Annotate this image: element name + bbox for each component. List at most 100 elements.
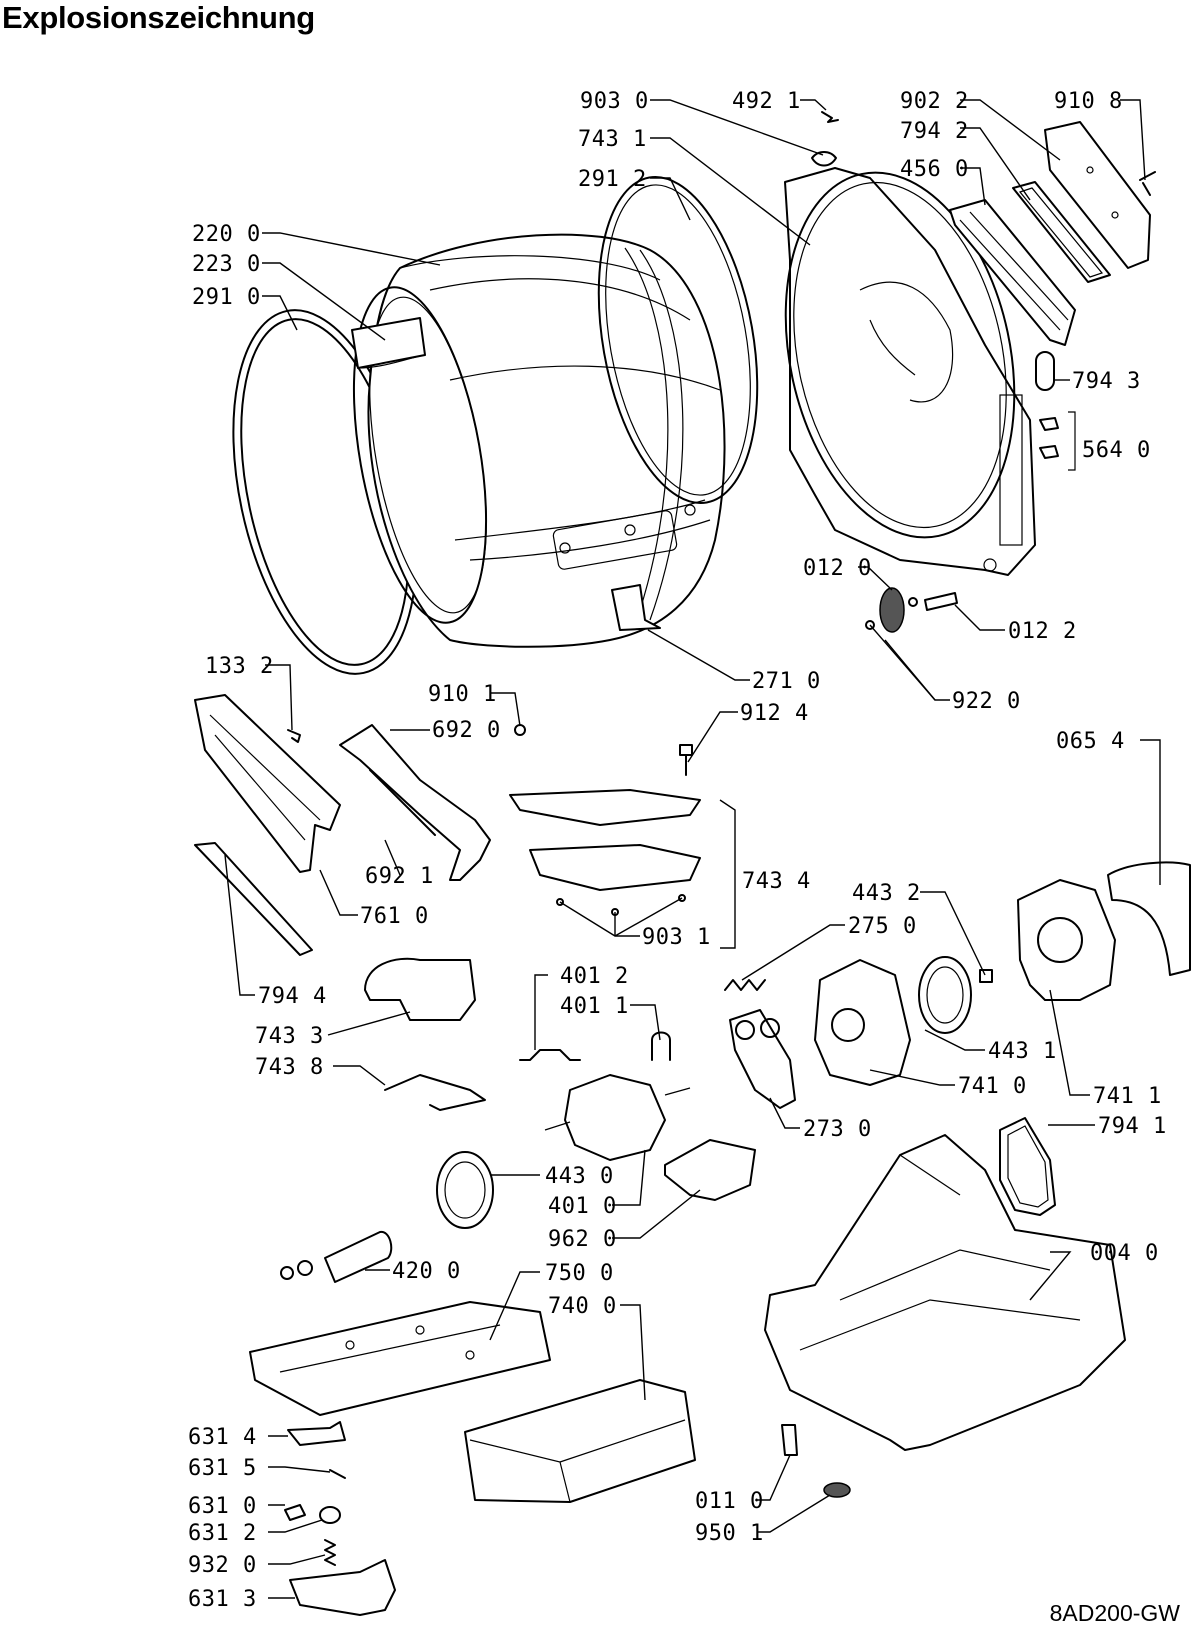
screw-910-8-part [1139,171,1156,196]
bearing-012-0-part [879,587,905,633]
label-902-2: 902 2 [900,89,969,114]
label-631-3: 631 3 [188,1587,257,1612]
label-750-0: 750 0 [545,1261,614,1286]
label-564-0: 564 0 [1082,438,1151,463]
tensioner-273-0-part [729,1009,796,1109]
label-761-0: 761 0 [360,904,429,929]
latch-631-3-part [289,1559,396,1616]
label-922-0: 922 0 [952,689,1021,714]
label-065-4: 065 4 [1056,729,1125,754]
label-692-0: 692 0 [432,718,501,743]
label-912-4: 912 4 [740,701,809,726]
label-220-0: 220 0 [192,222,261,247]
label-443-2: 443 2 [852,881,921,906]
label-794-3: 794 3 [1072,369,1141,394]
label-271-0: 271 0 [752,669,821,694]
label-492-1: 492 1 [732,89,801,114]
clip-492-1-part [821,111,839,123]
label-401-0: 401 0 [548,1194,617,1219]
shaft-012-2-part [924,592,958,611]
nut-443-2-part [979,969,993,983]
heater-block-part [949,199,1076,346]
seal-794-3-part [1035,351,1055,391]
label-794-4: 794 4 [258,984,327,1009]
lock-631-4-part [287,1421,346,1446]
fan-housing-741-1-part [1017,879,1116,1001]
bracket-401-2-part [519,1049,581,1061]
label-012-0: 012 0 [803,556,872,581]
motor-housing-741-0-part [814,959,911,1086]
spring-631-5-part [329,1469,346,1479]
motor-401-0-part [544,1074,691,1161]
label-401-1: 401 1 [560,994,629,1019]
screw-910-1-part [514,724,526,736]
capacitor-420-0-part [280,1230,393,1283]
label-456-0: 456 0 [900,157,969,182]
wire-743-8-part [384,1074,486,1111]
label-962-0: 962 0 [548,1227,617,1252]
label-740-0: 740 0 [548,1294,617,1319]
label-420-0: 420 0 [392,1259,461,1284]
label-741-0: 741 0 [958,1074,1027,1099]
washers-922-0-part [865,597,918,630]
lock-631-2-part [319,1506,341,1524]
duct-cover-743-4-part [509,789,701,891]
label-903-1: 903 1 [642,925,711,950]
label-004-0: 004 0 [1090,1241,1159,1266]
label-910-1: 910 1 [428,682,497,707]
label-631-4: 631 4 [188,1425,257,1450]
fan-wheel-443-1-part [918,956,972,1034]
model-number: 8AD200-GW [1049,1600,1180,1626]
label-011-0: 011 0 [695,1489,764,1514]
label-903-0: 903 0 [580,89,649,114]
label-743-3: 743 3 [255,1024,324,1049]
label-743-8: 743 8 [255,1055,324,1080]
bracket-401-1-part [651,1031,671,1061]
spring-275-0-part [724,979,766,991]
label-631-5: 631 5 [188,1456,257,1481]
label-275-0: 275 0 [848,914,917,939]
gasket-794-2-part [1012,181,1111,283]
base-004-0-part [764,1134,1126,1451]
pad-950-1-part [823,1482,851,1498]
spring-932-0-part [324,1539,336,1566]
leader-lines [224,99,1161,1599]
label-950-1: 950 1 [695,1521,764,1546]
filter-housing-part [194,694,341,873]
label-223-0: 223 0 [192,252,261,277]
heat-exchanger-740-0-part [464,1379,696,1503]
label-743-1: 743 1 [578,127,647,152]
part-number-labels: 903 0 492 1 902 2 910 8 743 1 794 2 291 … [188,89,1167,1612]
label-910-8: 910 8 [1054,89,1123,114]
filter-seal-part [194,842,313,956]
duct-692-0-part [339,724,491,881]
holder-743-3-part [364,957,476,1021]
drum-part [351,233,726,648]
rod-692-1-part [369,769,436,836]
label-291-0: 291 0 [192,285,261,310]
page-title: Explosionszeichnung [2,0,315,35]
label-443-1: 443 1 [988,1039,1057,1064]
cover-962-0-part [664,1139,756,1201]
rear-bearing-shield-part [784,167,1036,576]
label-692-1: 692 1 [365,864,434,889]
label-291-2: 291 2 [578,167,647,192]
label-012-2: 012 2 [1008,619,1077,644]
label-133-2: 133 2 [205,654,274,679]
foot-011-0-part [781,1424,798,1456]
label-401-2: 401 2 [560,964,629,989]
label-794-2: 794 2 [900,119,969,144]
label-743-4: 743 4 [742,869,811,894]
clips-564-0-part [1039,411,1076,471]
seal-794-1-part [999,1117,1056,1216]
label-443-0: 443 0 [545,1164,614,1189]
base-plate-750-0-part [249,1301,551,1416]
rear-seal-ring-part [597,175,759,505]
screw-912-4-part [679,744,693,776]
label-794-1: 794 1 [1098,1114,1167,1139]
label-631-0: 631 0 [188,1494,257,1519]
blower-wheel-443-0-part [436,1151,494,1229]
label-273-0: 273 0 [803,1117,872,1142]
lock-631-0-part [284,1504,306,1521]
